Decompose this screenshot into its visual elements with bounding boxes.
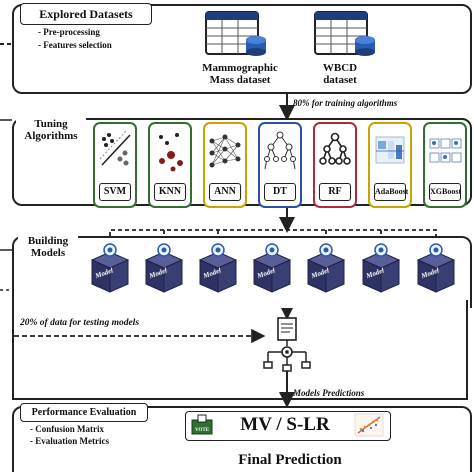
dataset-1-name-line1: Mammographic (202, 62, 278, 74)
testing-split-label: 20% of data for testing models (20, 318, 140, 328)
algo-card-rf: RF (313, 122, 357, 208)
vote-icon-label: VOTE (195, 428, 210, 433)
training-split-label: 80% for training algorithms (293, 98, 398, 108)
algo-card-xgboost: XGBoost (423, 122, 467, 208)
svm-icon (99, 130, 131, 166)
tuning-panel-title: Tuning Algorithms (16, 116, 86, 144)
datasets-step-1: - Pre-processing (38, 27, 100, 37)
tuning-title-line1: Tuning (34, 118, 68, 130)
algo-label-adaboost: AdaBoost (374, 183, 408, 201)
database-icon (314, 11, 375, 56)
algo-label-dt: DT (264, 183, 296, 201)
algo-label-xgboost: XGBoost (429, 183, 461, 201)
xgboost-icon (429, 138, 462, 163)
algo-label-knn: KNN (154, 183, 186, 201)
dataset-2-label: WBCD dataset (300, 62, 380, 86)
datasets-panel-title: Explored Datasets (20, 3, 152, 25)
evaluation-metric-2: - Evaluation Metrics (30, 436, 109, 446)
building-panel-side-right (466, 300, 468, 400)
final-prediction-label: Final Prediction (238, 452, 342, 468)
algo-card-knn: KNN (148, 122, 192, 208)
building-title-line2: Models (30, 247, 66, 259)
algo-card-dt: DT (258, 122, 302, 208)
scatter-plot-icon (354, 413, 384, 437)
dataset-2-name-line1: WBCD (322, 62, 358, 74)
knn-icon (159, 133, 183, 172)
adaboost-icon (375, 136, 405, 164)
algo-card-adaboost: AdaBoost (368, 122, 412, 208)
algo-card-svm: SVM (93, 122, 137, 208)
dataset-2-name-line2: dataset (323, 74, 357, 86)
prediction-aggregator-icon (263, 317, 311, 372)
predictions-label: Models Predictions (293, 388, 365, 398)
building-title-line1: Building (27, 235, 69, 247)
algo-card-ann: ANN (203, 122, 247, 208)
tuning-title-line2: Algorithms (24, 130, 78, 142)
random-forest-icon (319, 132, 351, 165)
ensemble-method-label: MV / S-LR (240, 414, 330, 435)
building-panel-bottom (12, 398, 468, 400)
database-icon (205, 11, 266, 56)
building-panel-title: Building Models (18, 233, 78, 261)
datasets-step-2: - Features selection (38, 40, 112, 50)
evaluation-metric-1: - Confusion Matrix (30, 424, 104, 434)
algo-label-rf: RF (319, 183, 351, 201)
evaluation-panel-title: Performance Evaluation (20, 403, 148, 422)
neural-network-icon (209, 134, 241, 168)
algo-label-ann: ANN (209, 183, 241, 201)
building-panel-side-left (12, 300, 14, 400)
dataset-1-name-line2: Mass dataset (209, 74, 271, 86)
decision-tree-icon (264, 131, 296, 170)
dataset-1-label: Mammographic Mass dataset (190, 62, 290, 86)
algo-label-svm: SVM (99, 183, 131, 201)
vote-icon: VOTE (191, 414, 213, 435)
